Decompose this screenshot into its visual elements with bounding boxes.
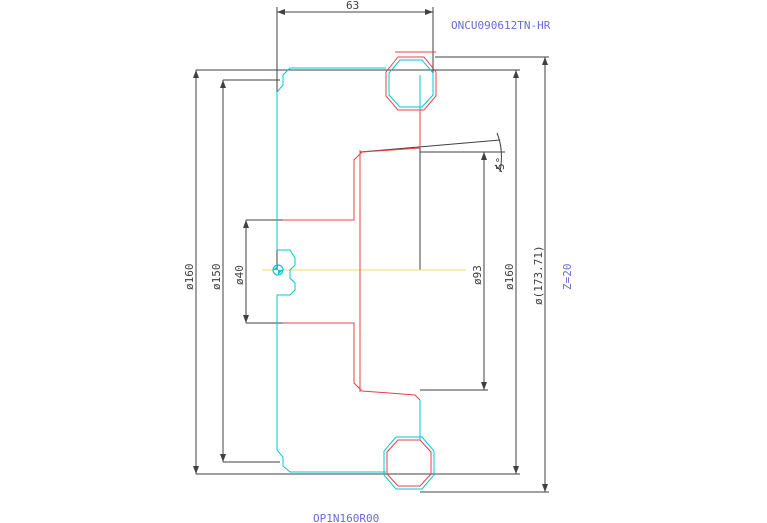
dim-dia-93: ø93 (471, 265, 484, 285)
dimension-lines (193, 7, 549, 493)
dim-dia-40: ø40 (233, 265, 246, 285)
dim-dia-173: ø(173.71) (532, 245, 545, 305)
teeth-label: Z=20 (561, 264, 574, 291)
cutter-code-label: OP1N160R00 (313, 512, 379, 523)
dim-dia-160-left: ø160 (183, 264, 196, 291)
hub-profile (283, 110, 421, 401)
cutter-profile (276, 67, 421, 473)
insert-code-label: ONCU090612TN-HR (451, 19, 551, 32)
dim-dia-150: ø150 (210, 264, 223, 291)
dim-width-top: 63 (346, 0, 359, 12)
center-marker (272, 264, 284, 276)
insert-bottom-icon (383, 436, 435, 490)
dim-angle: 5° (494, 157, 507, 170)
dim-dia-160-right: ø160 (503, 264, 516, 291)
insert-top-icon (385, 51, 437, 111)
